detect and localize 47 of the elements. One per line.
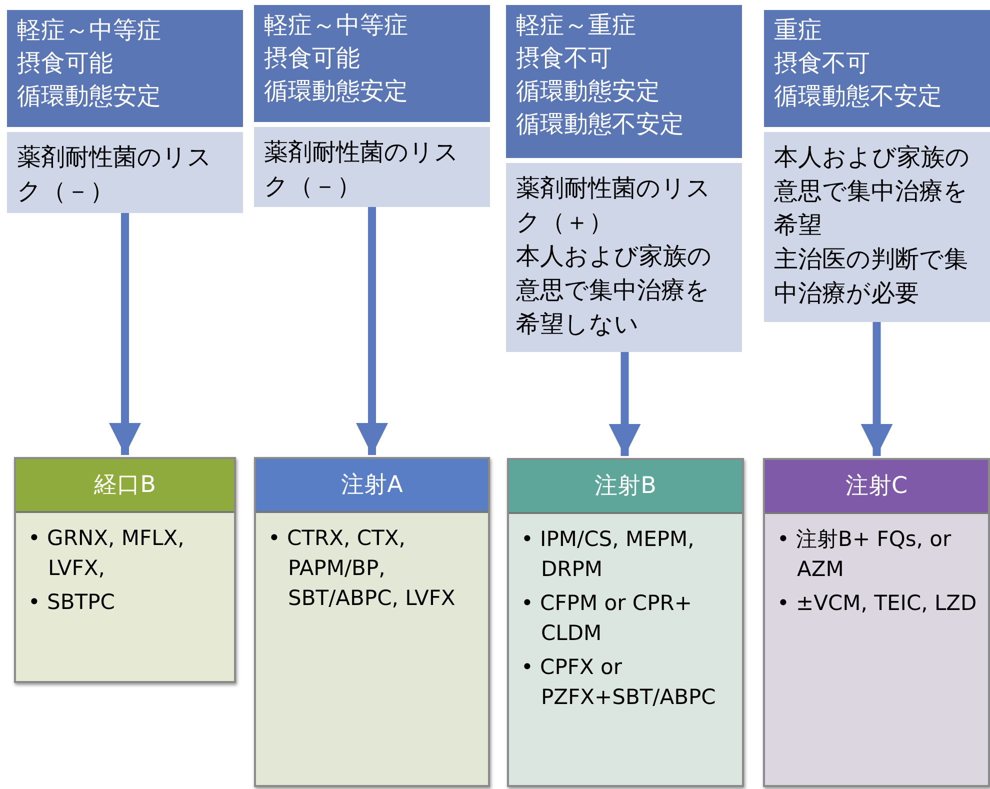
severity-text: 循環動態安定 bbox=[17, 81, 162, 112]
severity-text: 循環動態不安定 bbox=[516, 109, 685, 140]
severity-text: 軽症～中等症 bbox=[264, 10, 409, 41]
severity-text: 循環動態不安定 bbox=[774, 81, 943, 112]
condition-text: 薬剤耐性菌のリスク（－） bbox=[17, 142, 213, 207]
treatment-card bbox=[763, 458, 990, 787]
list-item: • IPM/CS, MEPM, DRPM bbox=[521, 526, 696, 583]
list-item: • CFPM or CPR+ CLDM bbox=[521, 590, 693, 647]
condition-text: 薬剤耐性菌のリスク（－） bbox=[264, 137, 460, 202]
list-item: • CPFX or PZFX+SBT/ABPC bbox=[521, 654, 717, 711]
card-title: 注射A bbox=[256, 459, 488, 513]
card-title: 注射C bbox=[765, 460, 988, 514]
list-item: • GRNX, MFLX, LVFX, bbox=[28, 525, 186, 582]
severity-box bbox=[254, 5, 490, 122]
severity-text: 摂食可能 bbox=[17, 48, 114, 79]
arrow bbox=[356, 207, 388, 455]
arrow bbox=[860, 322, 893, 456]
condition-box bbox=[254, 127, 490, 207]
severity-box bbox=[764, 10, 990, 127]
arrow bbox=[109, 213, 141, 455]
severity-box bbox=[506, 5, 742, 158]
severity-box bbox=[7, 10, 243, 127]
list-item: • SBTPC bbox=[28, 589, 116, 616]
condition-text: 主治医の判断で集中治療が必要 bbox=[774, 244, 969, 309]
condition-text: 薬剤耐性菌のリスク（＋） bbox=[516, 173, 712, 238]
condition-box bbox=[7, 132, 243, 213]
treatment-card bbox=[254, 457, 490, 787]
severity-text: 重症 bbox=[774, 15, 823, 46]
card-title: 経口B bbox=[16, 459, 234, 513]
severity-text: 摂食不可 bbox=[516, 43, 613, 74]
condition-text: 本人および家族の意思で集中治療を希望 bbox=[774, 142, 971, 241]
severity-text: 軽症～中等症 bbox=[17, 15, 162, 46]
list-item: • 注射B+ FQs, or AZM bbox=[777, 526, 952, 583]
list-item: • ±VCM, TEIC, LZD bbox=[777, 590, 978, 617]
severity-text: 摂食不可 bbox=[774, 48, 871, 79]
severity-text: 循環動態安定 bbox=[264, 76, 409, 107]
severity-text: 軽症～重症 bbox=[516, 10, 637, 41]
severity-text: 摂食可能 bbox=[264, 43, 361, 74]
condition-box bbox=[764, 132, 990, 322]
card-title: 注射B bbox=[509, 460, 742, 514]
condition-box bbox=[506, 163, 742, 352]
condition-text: 本人および家族の意思で集中治療を希望しない bbox=[516, 241, 713, 340]
arrow bbox=[608, 352, 641, 456]
list-item: • CTRX, CTX, PAPM/BP, SBT/ABPC, LVFX bbox=[268, 525, 456, 612]
treatment-card bbox=[14, 457, 236, 683]
severity-text: 循環動態安定 bbox=[516, 76, 661, 107]
treatment-card bbox=[507, 458, 744, 787]
